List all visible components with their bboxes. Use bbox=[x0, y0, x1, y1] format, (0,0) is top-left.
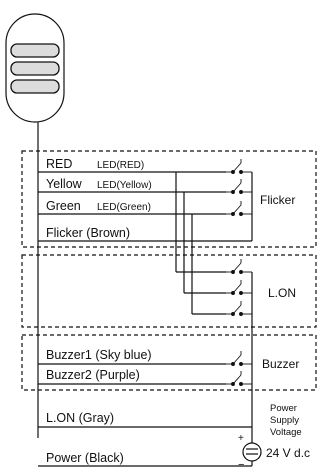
wire-label-red: RED bbox=[46, 157, 72, 171]
group-label-flicker: Flicker bbox=[260, 193, 295, 207]
buzzer-group-box bbox=[21, 334, 317, 391]
wire-label-yellow: Yellow bbox=[46, 177, 83, 191]
wire-label-buzzer1: Buzzer1 (Sky blue) bbox=[46, 348, 152, 362]
signal-tower-icon bbox=[5, 13, 65, 123]
led-label-red: LED(RED) bbox=[97, 160, 144, 171]
group-label-lon: L.ON bbox=[268, 286, 296, 300]
group-label-buzzer: Buzzer bbox=[262, 357, 299, 371]
wire-label-power-black: Power (Black) bbox=[46, 451, 124, 465]
power-supply-label-line3: Voltage bbox=[270, 427, 302, 438]
relay-contacts bbox=[226, 159, 252, 386]
relay-contact-buzzer2 bbox=[226, 371, 252, 386]
lon-group-box bbox=[21, 254, 317, 328]
relay-contact-red-lon bbox=[226, 259, 252, 274]
wire-label-green: Green bbox=[46, 199, 81, 213]
flicker-group-box bbox=[21, 150, 317, 248]
wire-lines bbox=[38, 171, 252, 467]
wire-label-buzzer2: Buzzer2 (Purple) bbox=[46, 368, 140, 382]
relay-contact-green-flicker bbox=[226, 201, 252, 216]
minus-sign: − bbox=[238, 459, 244, 471]
led-label-yellow: LED(Yellow) bbox=[97, 180, 152, 191]
plus-sign: + bbox=[238, 433, 244, 444]
led-label-green: LED(Green) bbox=[97, 202, 151, 213]
relay-contact-green-lon bbox=[226, 301, 252, 316]
relay-contact-yellow-flicker bbox=[226, 179, 252, 194]
relay-contact-red-flicker bbox=[226, 159, 252, 174]
power-supply-label-line1: Power bbox=[270, 403, 297, 414]
lon-drop-lines bbox=[175, 172, 226, 315]
power-supply-icon bbox=[242, 427, 262, 466]
wire-label-flicker-brown: Flicker (Brown) bbox=[46, 226, 130, 240]
relay-contact-yellow-lon bbox=[226, 280, 252, 295]
supply-voltage-value: 24 V d.c bbox=[266, 446, 310, 460]
relay-contact-buzzer1 bbox=[226, 351, 252, 366]
wire-label-lon-gray: L.ON (Gray) bbox=[46, 411, 114, 425]
power-supply-label-line2: Supply bbox=[270, 415, 299, 426]
